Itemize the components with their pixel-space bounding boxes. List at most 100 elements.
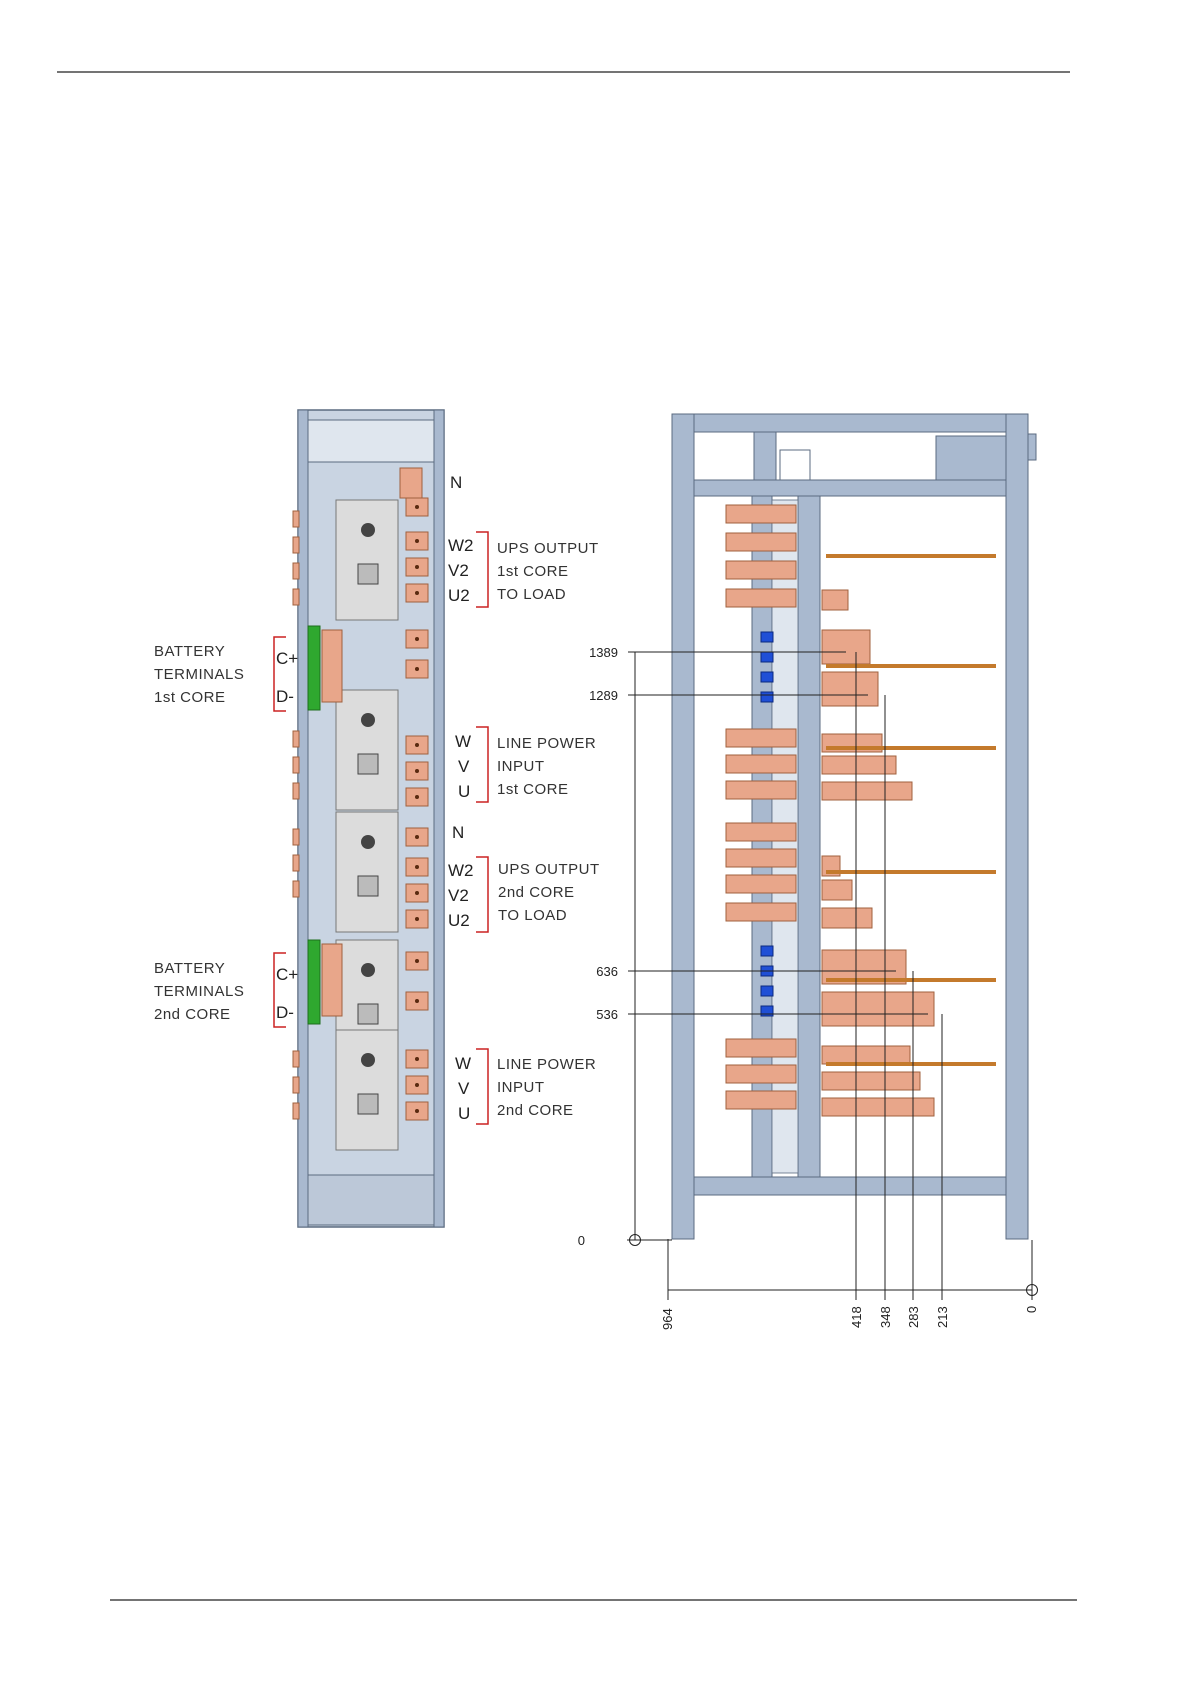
left-side-tab-2 <box>293 537 299 553</box>
label-line-input-1-line2: INPUT <box>497 758 545 775</box>
left-busbar-bolt-13 <box>415 917 419 921</box>
phase-label-n-mid: N <box>452 823 464 842</box>
breaker-window-2 <box>358 754 378 774</box>
right-busbar-left-10 <box>726 875 796 893</box>
breaker-knob-5 <box>361 1053 375 1067</box>
right-busbar-left-14 <box>726 1091 796 1109</box>
blue-insulator-4 <box>761 692 773 702</box>
bracket-ups-output-1 <box>476 532 488 607</box>
dim-label-536: 536 <box>596 1007 618 1022</box>
right-busbar-right-14 <box>822 1098 934 1116</box>
left-busbar-bolt-17 <box>415 1083 419 1087</box>
dim-label-964: 964 <box>660 1308 675 1330</box>
left-busbar-bolt-18 <box>415 1109 419 1113</box>
right-busbar-left-6 <box>726 755 796 773</box>
right-busbar-left-8 <box>726 823 796 841</box>
phase-label-w2-b: W2 <box>448 861 474 880</box>
breaker-knob-1 <box>361 523 375 537</box>
dim-label-283: 283 <box>906 1306 921 1328</box>
center-column-right <box>798 496 820 1177</box>
left-busbar-bolt-15 <box>415 999 419 1003</box>
left-cabinet-post-right <box>434 410 444 1227</box>
breaker-knob-2 <box>361 713 375 727</box>
left-side-tab-4 <box>293 589 299 605</box>
phase-label-w2-a: W2 <box>448 536 474 555</box>
bracket-ups-output-2 <box>476 857 488 932</box>
dim-label-418: 418 <box>849 1306 864 1328</box>
right-busbar-right-9 <box>822 908 872 928</box>
phase-label-v-b: V <box>458 1079 470 1098</box>
right-busbar-left-5 <box>726 729 796 747</box>
right-busbar-left-2 <box>726 533 796 551</box>
phase-label-c-plus-b: C+ <box>276 965 298 984</box>
label-battery-2-line2: TERMINALS <box>154 983 244 1000</box>
top-bracket-right <box>936 436 1006 480</box>
left-side-tab-9 <box>293 855 299 871</box>
left-busbar-bolt-5 <box>415 637 419 641</box>
right-busbar-left-7 <box>726 781 796 799</box>
right-cabinet-crossbar <box>694 480 1006 496</box>
left-busbar-bolt-14 <box>415 959 419 963</box>
left-side-tab-3 <box>293 563 299 579</box>
right-busbar-right-3 <box>822 672 878 706</box>
left-busbar-bolt-4 <box>415 591 419 595</box>
left-cabinet-top <box>308 420 434 462</box>
top-bracket-left <box>754 432 776 480</box>
top-box <box>780 450 810 480</box>
phase-label-d-minus-b: D- <box>276 1003 294 1022</box>
right-cabinet-right-post <box>1006 414 1028 1239</box>
right-busbar-right-2 <box>822 630 870 664</box>
breaker-knob-3 <box>361 835 375 849</box>
phase-label-c-plus-a: C+ <box>276 649 298 668</box>
label-ups-output-1-line3: TO LOAD <box>497 586 566 603</box>
phase-label-u-a: U <box>458 782 470 801</box>
label-line-input-2-line1: LINE POWER <box>497 1056 596 1073</box>
left-side-tab-5 <box>293 731 299 747</box>
battery-labels: C+ D- BATTERY TERMINALS 1st CORE C+ D- B… <box>154 637 298 1027</box>
left-busbar-bolt-9 <box>415 795 419 799</box>
right-busbar-right-13 <box>822 1072 920 1090</box>
right-busbar-left-13 <box>726 1065 796 1083</box>
left-busbar-bolt-1 <box>415 505 419 509</box>
right-busbar-left-9 <box>726 849 796 867</box>
label-ups-output-2-line3: TO LOAD <box>498 907 567 924</box>
right-cabinet-top-rail <box>672 414 1027 432</box>
blue-insulator-2 <box>761 652 773 662</box>
left-side-tab-7 <box>293 783 299 799</box>
right-busbar-left-12 <box>726 1039 796 1057</box>
neutral-bar-top <box>400 468 422 498</box>
phase-label-u-b: U <box>458 1104 470 1123</box>
left-side-tab-6 <box>293 757 299 773</box>
dim-label-1289: 1289 <box>589 688 618 703</box>
dim-label-0-vertical: 0 <box>578 1233 585 1248</box>
left-busbar-bolt-12 <box>415 891 419 895</box>
label-line-input-2-line2: INPUT <box>497 1079 545 1096</box>
left-busbar-bolt-2 <box>415 539 419 543</box>
left-busbar-bolt-7 <box>415 743 419 747</box>
phase-label-d-minus-a: D- <box>276 687 294 706</box>
label-battery-2-line1: BATTERY <box>154 960 225 977</box>
label-ups-output-2-line2: 2nd CORE <box>498 884 575 901</box>
breaker-5 <box>336 1030 398 1150</box>
left-labels: N W2 V2 U2 UPS OUTPUT 1st CORE TO LOAD W… <box>448 473 600 1124</box>
battery-terminal-box-2 <box>322 944 342 1016</box>
right-busbar-right-11 <box>822 992 934 1026</box>
phase-label-n-top: N <box>450 473 462 492</box>
phase-label-u2-a: U2 <box>448 586 470 605</box>
right-busbar-left-11 <box>726 903 796 921</box>
left-busbar-bolt-16 <box>415 1057 419 1061</box>
phase-label-v-a: V <box>458 757 470 776</box>
phase-label-w-a: W <box>455 732 471 751</box>
left-busbar-bolt-10 <box>415 835 419 839</box>
label-ups-output-1-line2: 1st CORE <box>497 563 569 580</box>
breaker-3 <box>336 812 398 932</box>
right-busbar-right-1 <box>822 590 848 610</box>
right-cabinet-view <box>672 414 1036 1239</box>
blue-insulator-3 <box>761 672 773 682</box>
left-side-tab-11 <box>293 1051 299 1067</box>
left-side-tab-1 <box>293 511 299 527</box>
blue-insulator-5 <box>761 946 773 956</box>
right-busbar-right-8 <box>822 880 852 900</box>
breaker-2 <box>336 690 398 810</box>
label-line-input-2-line3: 2nd CORE <box>497 1102 574 1119</box>
